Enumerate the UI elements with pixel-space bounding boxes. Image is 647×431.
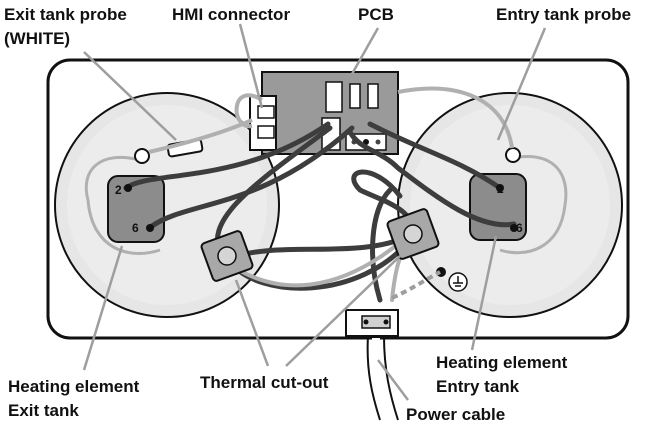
power-cable-outline <box>383 335 399 421</box>
label-entry-tank-probe: Entry tank probe <box>496 5 631 24</box>
label-thermal-cutout: Thermal cut-out <box>200 373 329 392</box>
terminal-dot <box>496 184 504 192</box>
label-exit-tank-probe: Exit tank probe <box>4 5 127 24</box>
terminal-label-left-6: 6 <box>132 221 139 235</box>
entry-probe-wire <box>397 86 514 149</box>
label-heating-element-exit-tank: Exit tank <box>8 401 79 420</box>
label-hmi-connector: HMI connector <box>172 5 290 24</box>
label-heating-element-entry: Heating element <box>436 353 568 372</box>
terminal-label-right-6: 6 <box>516 221 523 235</box>
exit-element-loop <box>84 155 161 255</box>
terminal-dot <box>510 224 518 232</box>
hmi-loop-wire <box>234 93 264 129</box>
terminal-label-right-2: 2 <box>497 182 504 196</box>
main-wiring <box>123 121 517 303</box>
terminal-dot <box>146 224 154 232</box>
label-pcb: PCB <box>358 5 394 24</box>
pcb-board <box>261 71 399 155</box>
earth-terminal <box>436 267 468 292</box>
power-cable-clamp <box>345 309 399 337</box>
thermal-cutout-right <box>386 208 440 260</box>
earth-wire <box>391 270 441 300</box>
label-heating-element-entry-tank: Entry tank <box>436 377 520 396</box>
power-cable-inner <box>372 338 394 420</box>
label-exit-tank-probe-color: (WHITE) <box>4 29 70 48</box>
hmi-connector <box>249 95 277 151</box>
entry-element-loop <box>499 155 568 255</box>
terminal-label-left-2: 2 <box>115 183 122 197</box>
label-power-cable: Power cable <box>406 405 505 424</box>
label-pointers <box>82 23 547 401</box>
label-heating-element-exit: Heating element <box>8 377 140 396</box>
thermal-cutout-left <box>200 230 254 282</box>
power-cable <box>366 335 381 421</box>
terminal-dot <box>124 184 132 192</box>
entry-tank-probe <box>505 147 521 163</box>
